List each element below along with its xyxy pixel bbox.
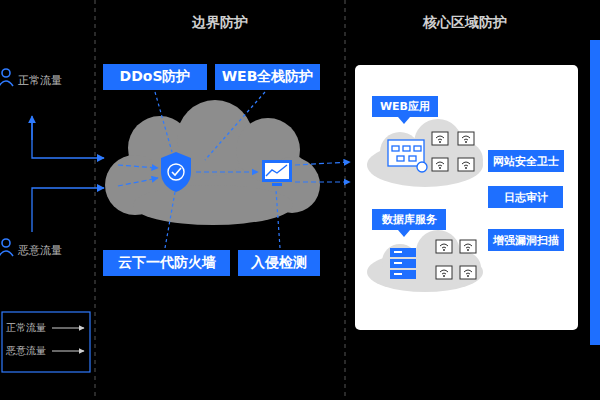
server-icon	[390, 248, 416, 279]
core-panel	[355, 65, 578, 330]
flow-arrow	[118, 162, 350, 186]
traffic-arrow	[32, 116, 104, 232]
web-app-icon	[388, 140, 427, 172]
protection-box: 云下一代防火墙	[103, 250, 230, 276]
device-icon	[460, 240, 476, 253]
inner-cloud	[367, 119, 483, 292]
pointer	[398, 230, 410, 237]
legend-sample	[52, 328, 84, 329]
section-heading: 边界防护	[192, 14, 248, 32]
box-label: 日志审计	[504, 190, 548, 205]
legend-text: 恶意流量	[6, 344, 46, 358]
side-bar	[590, 40, 600, 345]
divider-line	[345, 0, 346, 400]
device-icons	[432, 132, 476, 279]
box-label: 网站安全卫士	[493, 154, 559, 169]
protection-box: WEB全栈防护	[215, 64, 320, 90]
box-label: 增强漏洞扫描	[493, 233, 559, 248]
security-box: 日志审计	[488, 186, 563, 208]
user-icon	[0, 69, 13, 256]
device-icon	[460, 266, 476, 279]
security-box: 增强漏洞扫描	[488, 229, 564, 251]
legend-sample	[52, 351, 84, 352]
traffic-label: 正常流量	[18, 73, 62, 88]
device-icon	[458, 158, 474, 171]
box-label: 入侵检测	[251, 254, 307, 272]
shield-icon	[161, 152, 191, 192]
pointer	[398, 117, 410, 124]
box-label: DDoS防护	[120, 68, 191, 86]
protection-box: 入侵检测	[238, 250, 320, 276]
section-heading: 核心区域防护	[423, 14, 507, 32]
divider-line	[95, 0, 96, 400]
device-icon	[436, 240, 452, 253]
box-label: WEB应用	[380, 99, 430, 114]
device-icon	[458, 132, 474, 145]
device-icon	[436, 266, 452, 279]
leader-line	[155, 92, 280, 248]
security-box: 网站安全卫士	[488, 150, 564, 172]
box-label: 云下一代防火墙	[118, 254, 216, 272]
boundary-cloud	[105, 100, 320, 225]
service-tag: WEB应用	[372, 96, 438, 117]
legend-text: 正常流量	[6, 321, 46, 335]
box-label: 数据库服务	[382, 212, 437, 227]
legend-box	[2, 312, 90, 372]
box-label: WEB全栈防护	[222, 68, 314, 86]
monitor-icon	[262, 160, 292, 186]
device-icon	[432, 158, 448, 171]
traffic-label: 恶意流量	[18, 243, 62, 258]
device-icon	[432, 132, 448, 145]
service-tag: 数据库服务	[372, 209, 446, 230]
protection-box: DDoS防护	[103, 64, 207, 90]
